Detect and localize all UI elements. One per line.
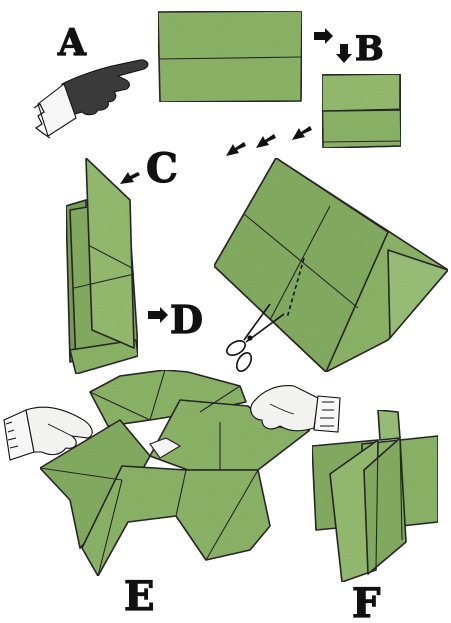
step-label-f: F (352, 580, 382, 623)
step-label-e: E (124, 573, 157, 620)
paper-step-f (312, 410, 438, 582)
arrow-icon (314, 28, 333, 44)
step-label-c: C (146, 145, 180, 192)
arrow-icon (292, 126, 312, 140)
paper-step-c (66, 158, 138, 374)
arrow-icon (336, 44, 352, 63)
step-label-b: B (355, 29, 386, 69)
arrow-icon (226, 142, 246, 156)
paper-step-b (322, 74, 401, 148)
step-label-a: A (57, 22, 88, 64)
right-hand-icon (251, 386, 340, 432)
step-label-d: D (170, 297, 205, 342)
arrow-icon (120, 172, 140, 184)
arrow-icon (148, 307, 168, 323)
paper-step-a (158, 11, 302, 102)
pointing-hand-icon (34, 60, 148, 138)
arrow-icon (256, 134, 276, 148)
